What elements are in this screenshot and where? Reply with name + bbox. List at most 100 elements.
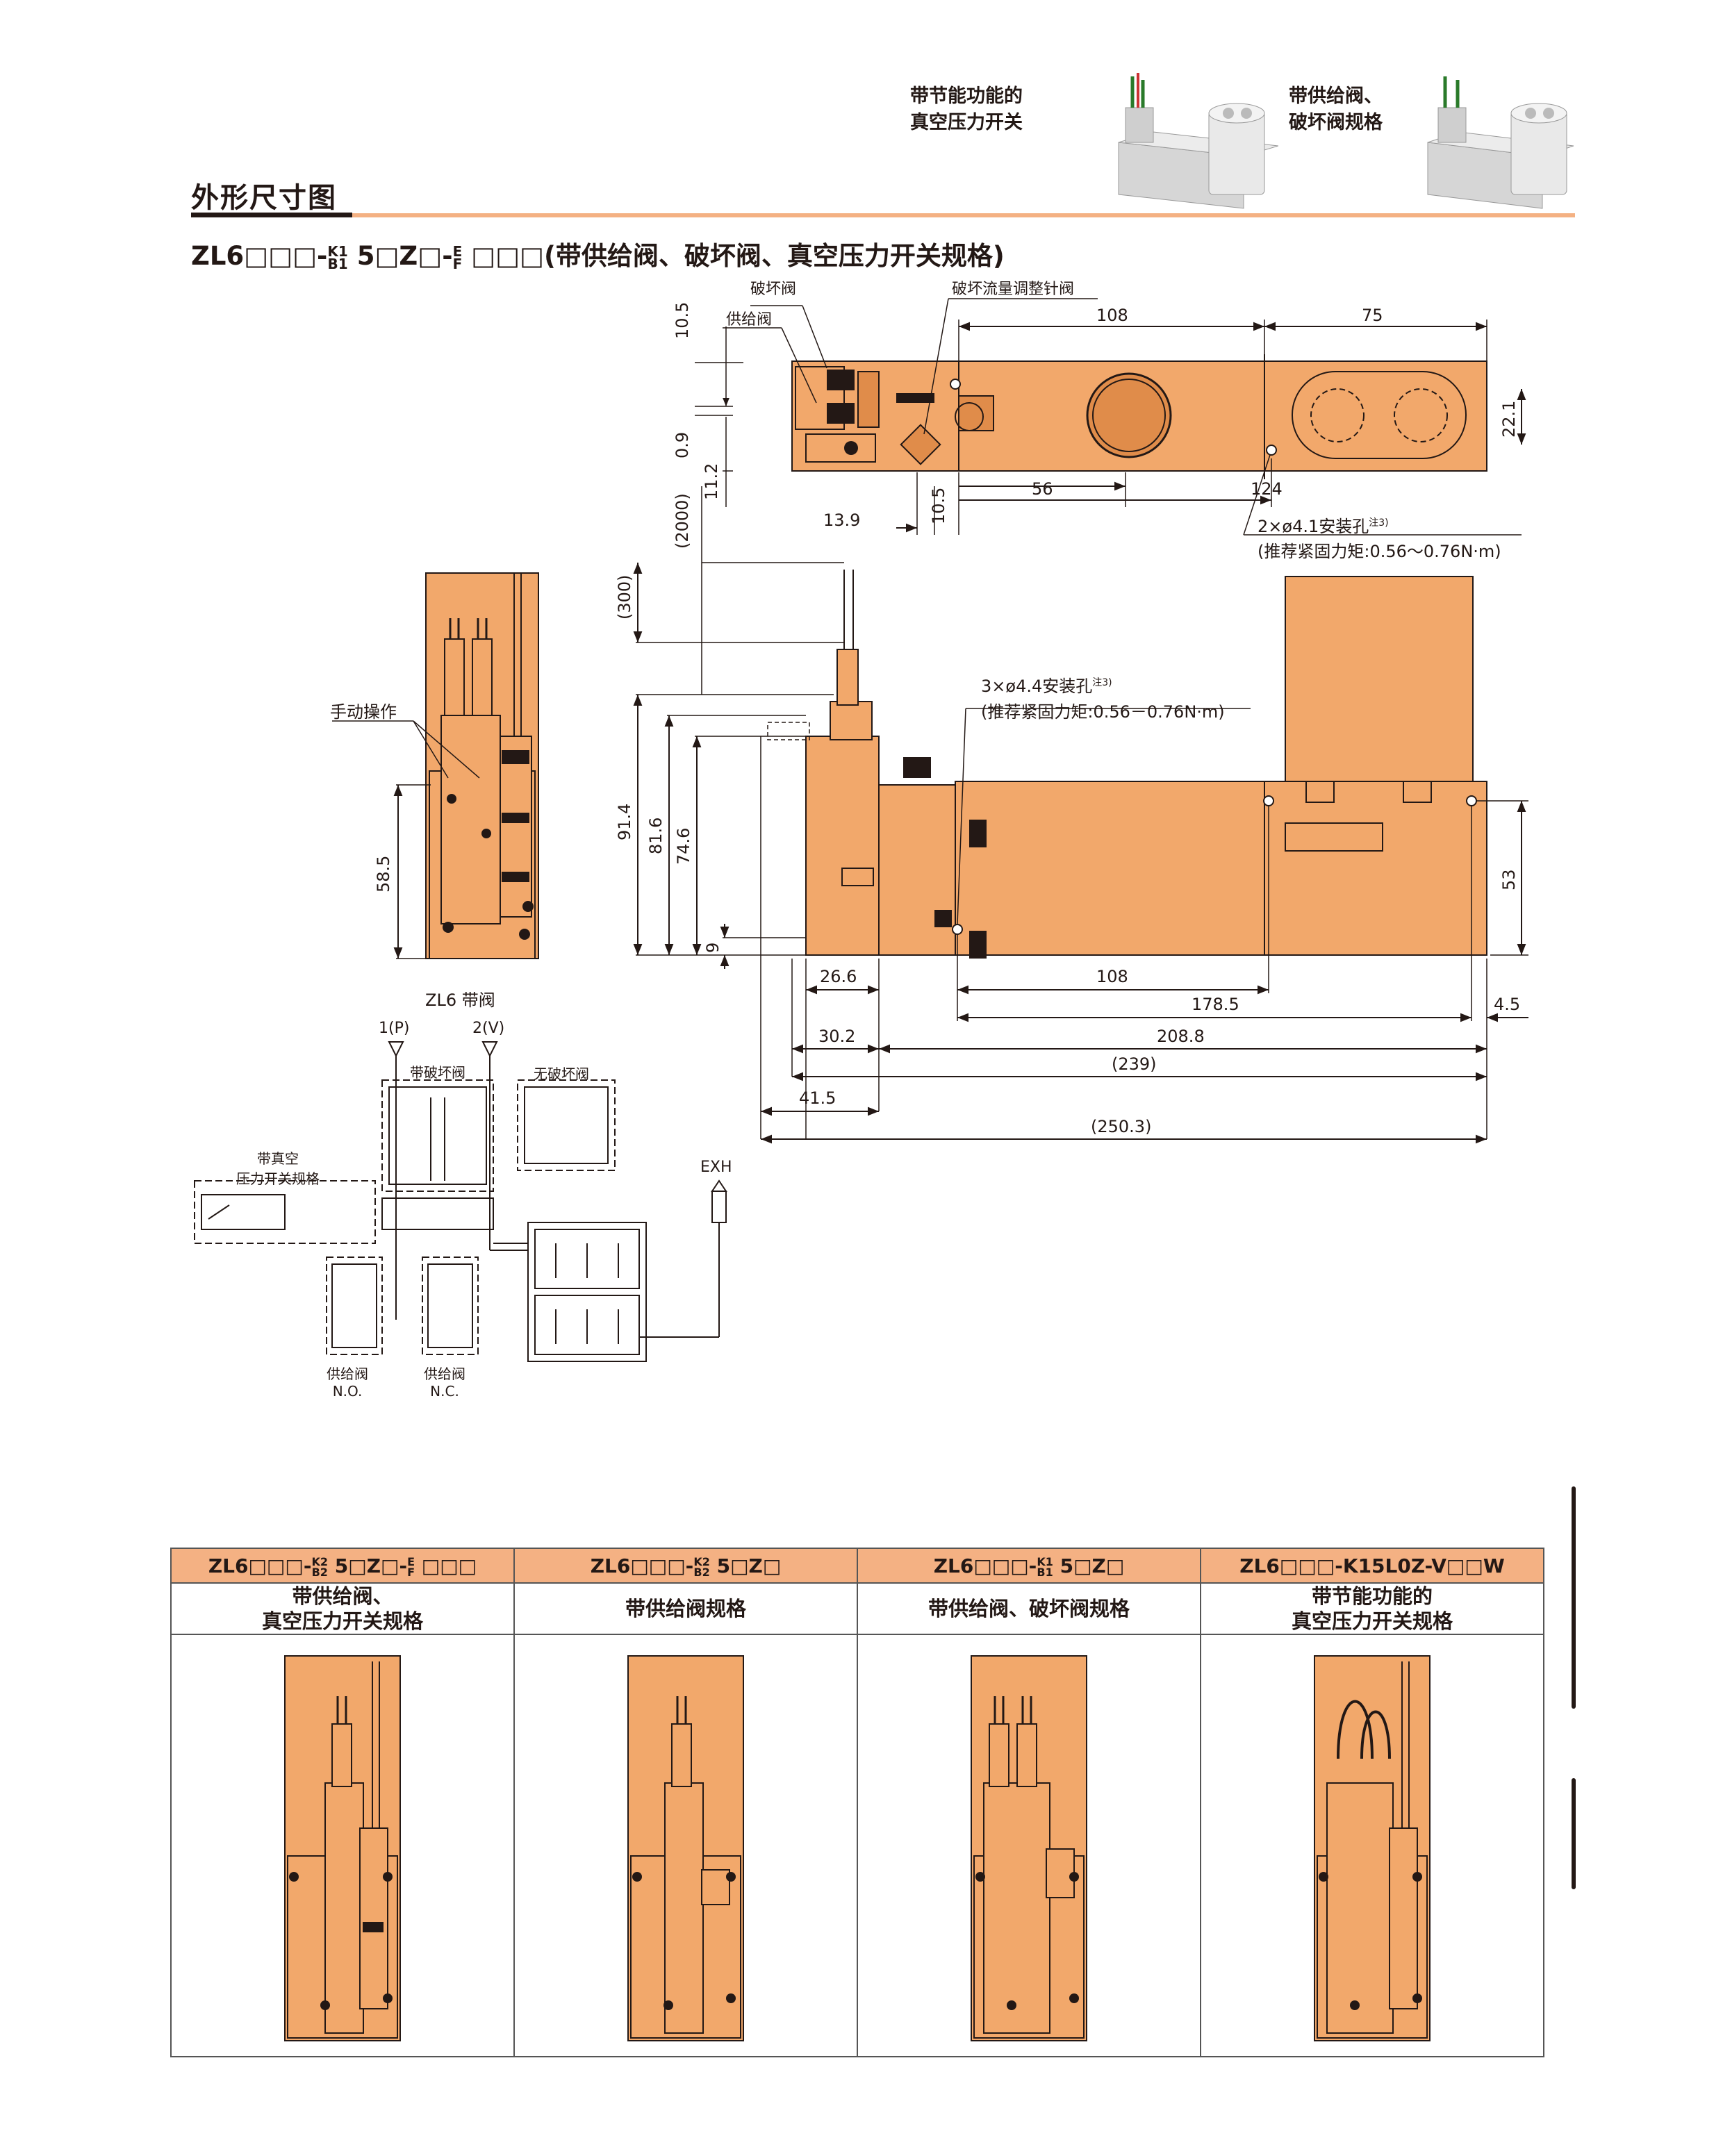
- m2-mid: 5□Z□: [716, 1554, 782, 1577]
- variant-desc-4: 带节能功能的真空压力开关规格: [1200, 1582, 1544, 1636]
- pneumatic-schematic: [194, 1041, 727, 1362]
- variant-2-side-view: [627, 1655, 744, 2042]
- m3-prefix: ZL6□□□-: [933, 1554, 1037, 1577]
- mount-hole-1: [950, 379, 961, 390]
- dim-front-9: 9: [703, 942, 723, 953]
- label-break-valve: 破坏阀: [750, 281, 797, 298]
- dim-top-10-5b: 10.5: [929, 487, 948, 524]
- without-break-label: 无破坏阀: [534, 1065, 589, 1082]
- label-needle-valve: 破坏流量调整针阀: [952, 281, 1075, 298]
- variant-table-drawing-row: [170, 1634, 1544, 2057]
- variant-desc-1: 带供给阀、真空压力开关规格: [170, 1582, 515, 1636]
- m1-sub2: F: [407, 1565, 415, 1579]
- photo1-caption-line1: 带节能功能的: [910, 85, 1023, 107]
- dim-top-13-9: 13.9: [823, 511, 861, 530]
- top-hole-note: 2×ø4.1安装孔注3): [1258, 513, 1389, 537]
- dim-front-239: (239): [1112, 1054, 1157, 1074]
- section-title: 外形尺寸图: [191, 182, 337, 214]
- front-silencer: [1285, 576, 1474, 782]
- model-mid: 5□Z□-: [356, 241, 453, 271]
- d4-line1: 带节能功能的: [1311, 1584, 1433, 1609]
- model-suffix: □□□(带供给阀、破坏阀、真空压力开关规格): [471, 241, 1005, 271]
- dim-top-56: 56: [1032, 479, 1053, 499]
- dim-top-108: 108: [1096, 306, 1128, 325]
- top-hole-note-sup: 注3): [1369, 517, 1389, 529]
- front-view: [633, 562, 1528, 1144]
- d3-line1: 带供给阀、破坏阀规格: [928, 1597, 1130, 1621]
- m2-sub: B2: [693, 1565, 710, 1579]
- photo1-caption-line2: 真空压力开关: [910, 112, 1023, 133]
- m1-sub: B2: [311, 1565, 328, 1579]
- dim-front-178-5: 178.5: [1192, 995, 1239, 1014]
- top-port-circle: [1086, 372, 1172, 458]
- m3-sub: B1: [1037, 1565, 1053, 1579]
- dim-front-91-4: 91.4: [615, 803, 634, 840]
- variant-1-side-view: [284, 1655, 401, 2042]
- model-prefix: ZL6□□□-: [191, 241, 328, 271]
- model-sup2: E: [452, 242, 463, 260]
- exh-label: EXH: [700, 1159, 732, 1176]
- vac-switch-label: 带真空 压力开关规格: [236, 1147, 320, 1188]
- product-photo-2: [1427, 76, 1574, 209]
- dim-front-300: (300): [615, 574, 634, 620]
- dim-front-250-3: (250.3): [1091, 1117, 1152, 1136]
- dim-top-0-9: 0.9: [673, 431, 692, 458]
- dim-front-41-5: 41.5: [799, 1088, 836, 1108]
- dim-side-58-5: 58.5: [374, 855, 393, 893]
- variant-desc-2: 带供给阀规格: [513, 1582, 858, 1636]
- supply-no-line1: 供给阀: [327, 1366, 368, 1382]
- variant-drawing-1: [170, 1634, 515, 2057]
- model-sub1: B1: [327, 255, 348, 272]
- m1-suffix: □□□: [421, 1554, 477, 1577]
- front-torque-note: (推荐紧固力矩:0.56－0.76N·m): [981, 702, 1225, 722]
- m1-mid: 5□Z□-: [334, 1554, 408, 1577]
- label-manual-operation: 手动操作: [330, 702, 397, 722]
- variant-model-4: ZL6□□□-K15L0Z-V□□W: [1200, 1547, 1544, 1584]
- front-hole-note: 3×ø4.4安装孔注3): [981, 672, 1112, 697]
- side-view: [332, 572, 539, 959]
- model-sub2: F: [452, 255, 463, 272]
- side-caption: ZL6 带阀: [425, 990, 495, 1010]
- m1-sup2: E: [407, 1554, 415, 1568]
- supply-nc-label: 供给阀 N.C.: [424, 1363, 465, 1400]
- variant-4-side-view: [1314, 1655, 1431, 2042]
- photo-caption-energy-saving: 带节能功能的 真空压力开关: [910, 83, 1023, 136]
- model-sup1: K1: [327, 242, 348, 260]
- dim-top-124: 124: [1251, 479, 1283, 499]
- dim-front-30-2: 30.2: [818, 1027, 856, 1046]
- vac-switch-line2: 压力开关规格: [236, 1170, 320, 1187]
- margin-tab-2: [1572, 1778, 1576, 1889]
- variant-table-desc-row: 带供给阀、真空压力开关规格 带供给阀规格 带供给阀、破坏阀规格 带节能功能的真空…: [170, 1582, 1544, 1636]
- m2-sup: K2: [693, 1554, 710, 1568]
- variant-3-side-view: [971, 1655, 1087, 2042]
- d4-line2: 真空压力开关规格: [1291, 1609, 1453, 1634]
- supply-nc-line1: 供给阀: [424, 1366, 465, 1382]
- dim-front-74-6: 74.6: [674, 827, 693, 865]
- front-valve-stack: [805, 736, 880, 956]
- m4-prefix: ZL6□□□-K15L0Z-V□□W: [1239, 1554, 1505, 1577]
- top-view: [695, 298, 1526, 695]
- m3-mid: 5□Z□: [1060, 1554, 1125, 1577]
- with-break-label: 带破坏阀: [410, 1064, 465, 1081]
- dim-front-108: 108: [1096, 967, 1128, 986]
- d1-line1: 带供给阀、: [292, 1584, 393, 1609]
- variant-drawing-2: [513, 1634, 858, 2057]
- dim-top-10-5: 10.5: [673, 301, 692, 339]
- variant-desc-3: 带供给阀、破坏阀规格: [857, 1582, 1201, 1636]
- top-torque-note: (推荐紧固力矩:0.56～0.76N·m): [1258, 542, 1501, 561]
- product-photo-1: [1118, 73, 1278, 209]
- variant-drawing-3: [857, 1634, 1201, 2057]
- port-p-label: 1(P): [379, 1020, 410, 1037]
- photo2-caption-line2: 破坏阀规格: [1289, 112, 1383, 133]
- m3-sup: K1: [1037, 1554, 1053, 1568]
- m1-sup: K2: [311, 1554, 328, 1568]
- photo-caption-supply-break: 带供给阀、 破坏阀规格: [1289, 83, 1383, 136]
- variant-drawing-4: [1200, 1634, 1544, 2057]
- d1-line2: 真空压力开关规格: [261, 1609, 423, 1634]
- dim-front-208-8: 208.8: [1157, 1027, 1205, 1046]
- front-ejector-body: [955, 781, 1265, 956]
